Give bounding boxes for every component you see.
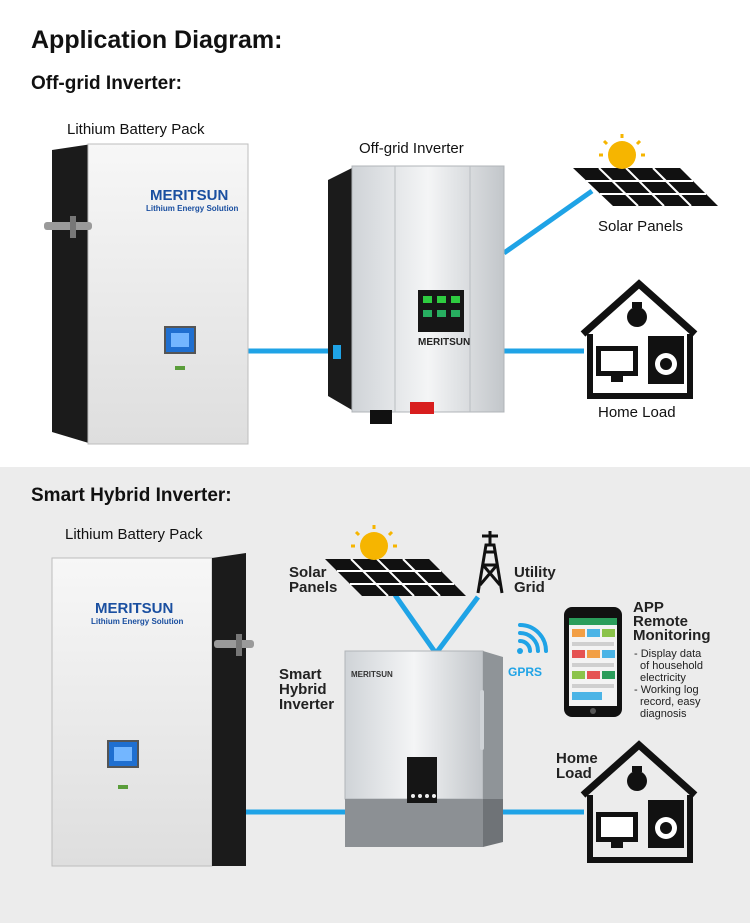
gprs-label: GPRS	[508, 665, 543, 679]
offgrid-battery-tagline: Lithium Energy Solution	[146, 204, 239, 213]
offgrid-inverter-unit	[328, 165, 505, 424]
offgrid-section-title: Off-grid Inverter:	[31, 73, 182, 94]
offgrid-battery-label: Lithium Battery Pack	[67, 121, 205, 138]
offgrid-home-label: Home Load	[598, 404, 676, 421]
hybrid-battery-brand-logo: MERITSUN	[95, 600, 174, 617]
hybrid-battery-tagline: Lithium Energy Solution	[91, 617, 184, 626]
app-desc-line3: electricity	[640, 672, 686, 684]
smartphone-app-icon	[564, 607, 622, 717]
offgrid-connections	[244, 188, 594, 354]
utility-tower-icon	[476, 531, 504, 594]
hybrid-sun-icon	[351, 525, 397, 560]
hybrid-solar-inverter-line	[392, 593, 438, 654]
gprs-signal-icon	[517, 623, 548, 654]
app-label-line1: APP	[633, 599, 664, 616]
offgrid-inverter-brand-logo: MERITSUN	[418, 337, 471, 348]
app-label-line3: Monitoring	[633, 627, 711, 644]
hybrid-section-title: Smart Hybrid Inverter:	[31, 485, 232, 506]
offgrid-solar-panel-icon	[573, 167, 718, 207]
app-desc-line4: - Working log	[634, 684, 699, 696]
hybrid-connections	[246, 593, 584, 815]
hybrid-solar-label-line1: Solar	[289, 564, 327, 581]
offgrid-battery-brand-logo: MERITSUN	[150, 187, 229, 204]
offgrid-sun-icon	[599, 134, 645, 169]
hybrid-battery-pack	[51, 553, 254, 867]
hybrid-battery-label: Lithium Battery Pack	[65, 526, 203, 543]
app-desc-line1: - Display data	[634, 648, 702, 660]
app-desc-line2: of household	[640, 660, 703, 672]
utility-grid-label-line2: Grid	[514, 579, 545, 596]
main-title: Application Diagram:	[31, 26, 283, 54]
hybrid-solar-label-line2: Panels	[289, 579, 338, 596]
offgrid-home-load-icon	[580, 279, 698, 399]
hybrid-inverter-label-line3: Inverter	[279, 696, 335, 713]
hybrid-home-label-line2: Load	[556, 765, 592, 782]
utility-grid-label-line1: Utility	[514, 564, 556, 581]
hybrid-inverter-label-line2: Hybrid	[279, 681, 327, 698]
offgrid-solar-label: Solar Panels	[598, 218, 684, 235]
hybrid-inverter-brand-logo: MERITSUN	[351, 670, 393, 679]
app-label-line2: Remote	[633, 613, 689, 630]
hybrid-inverter-label-line1: Smart	[279, 666, 322, 683]
hybrid-home-label-line1: Home	[556, 750, 598, 767]
hybrid-utility-inverter-line	[434, 595, 481, 654]
offgrid-inverter-solar-line	[502, 188, 594, 256]
offgrid-battery-pack	[44, 143, 249, 445]
hybrid-home-load-icon	[580, 740, 698, 863]
app-desc-line5: record, easy	[640, 696, 701, 708]
hybrid-inverter-unit	[344, 650, 503, 847]
offgrid-inverter-label: Off-grid Inverter	[359, 140, 464, 157]
hybrid-solar-panel-icon	[325, 558, 466, 597]
app-desc-line6: diagnosis	[640, 708, 687, 720]
